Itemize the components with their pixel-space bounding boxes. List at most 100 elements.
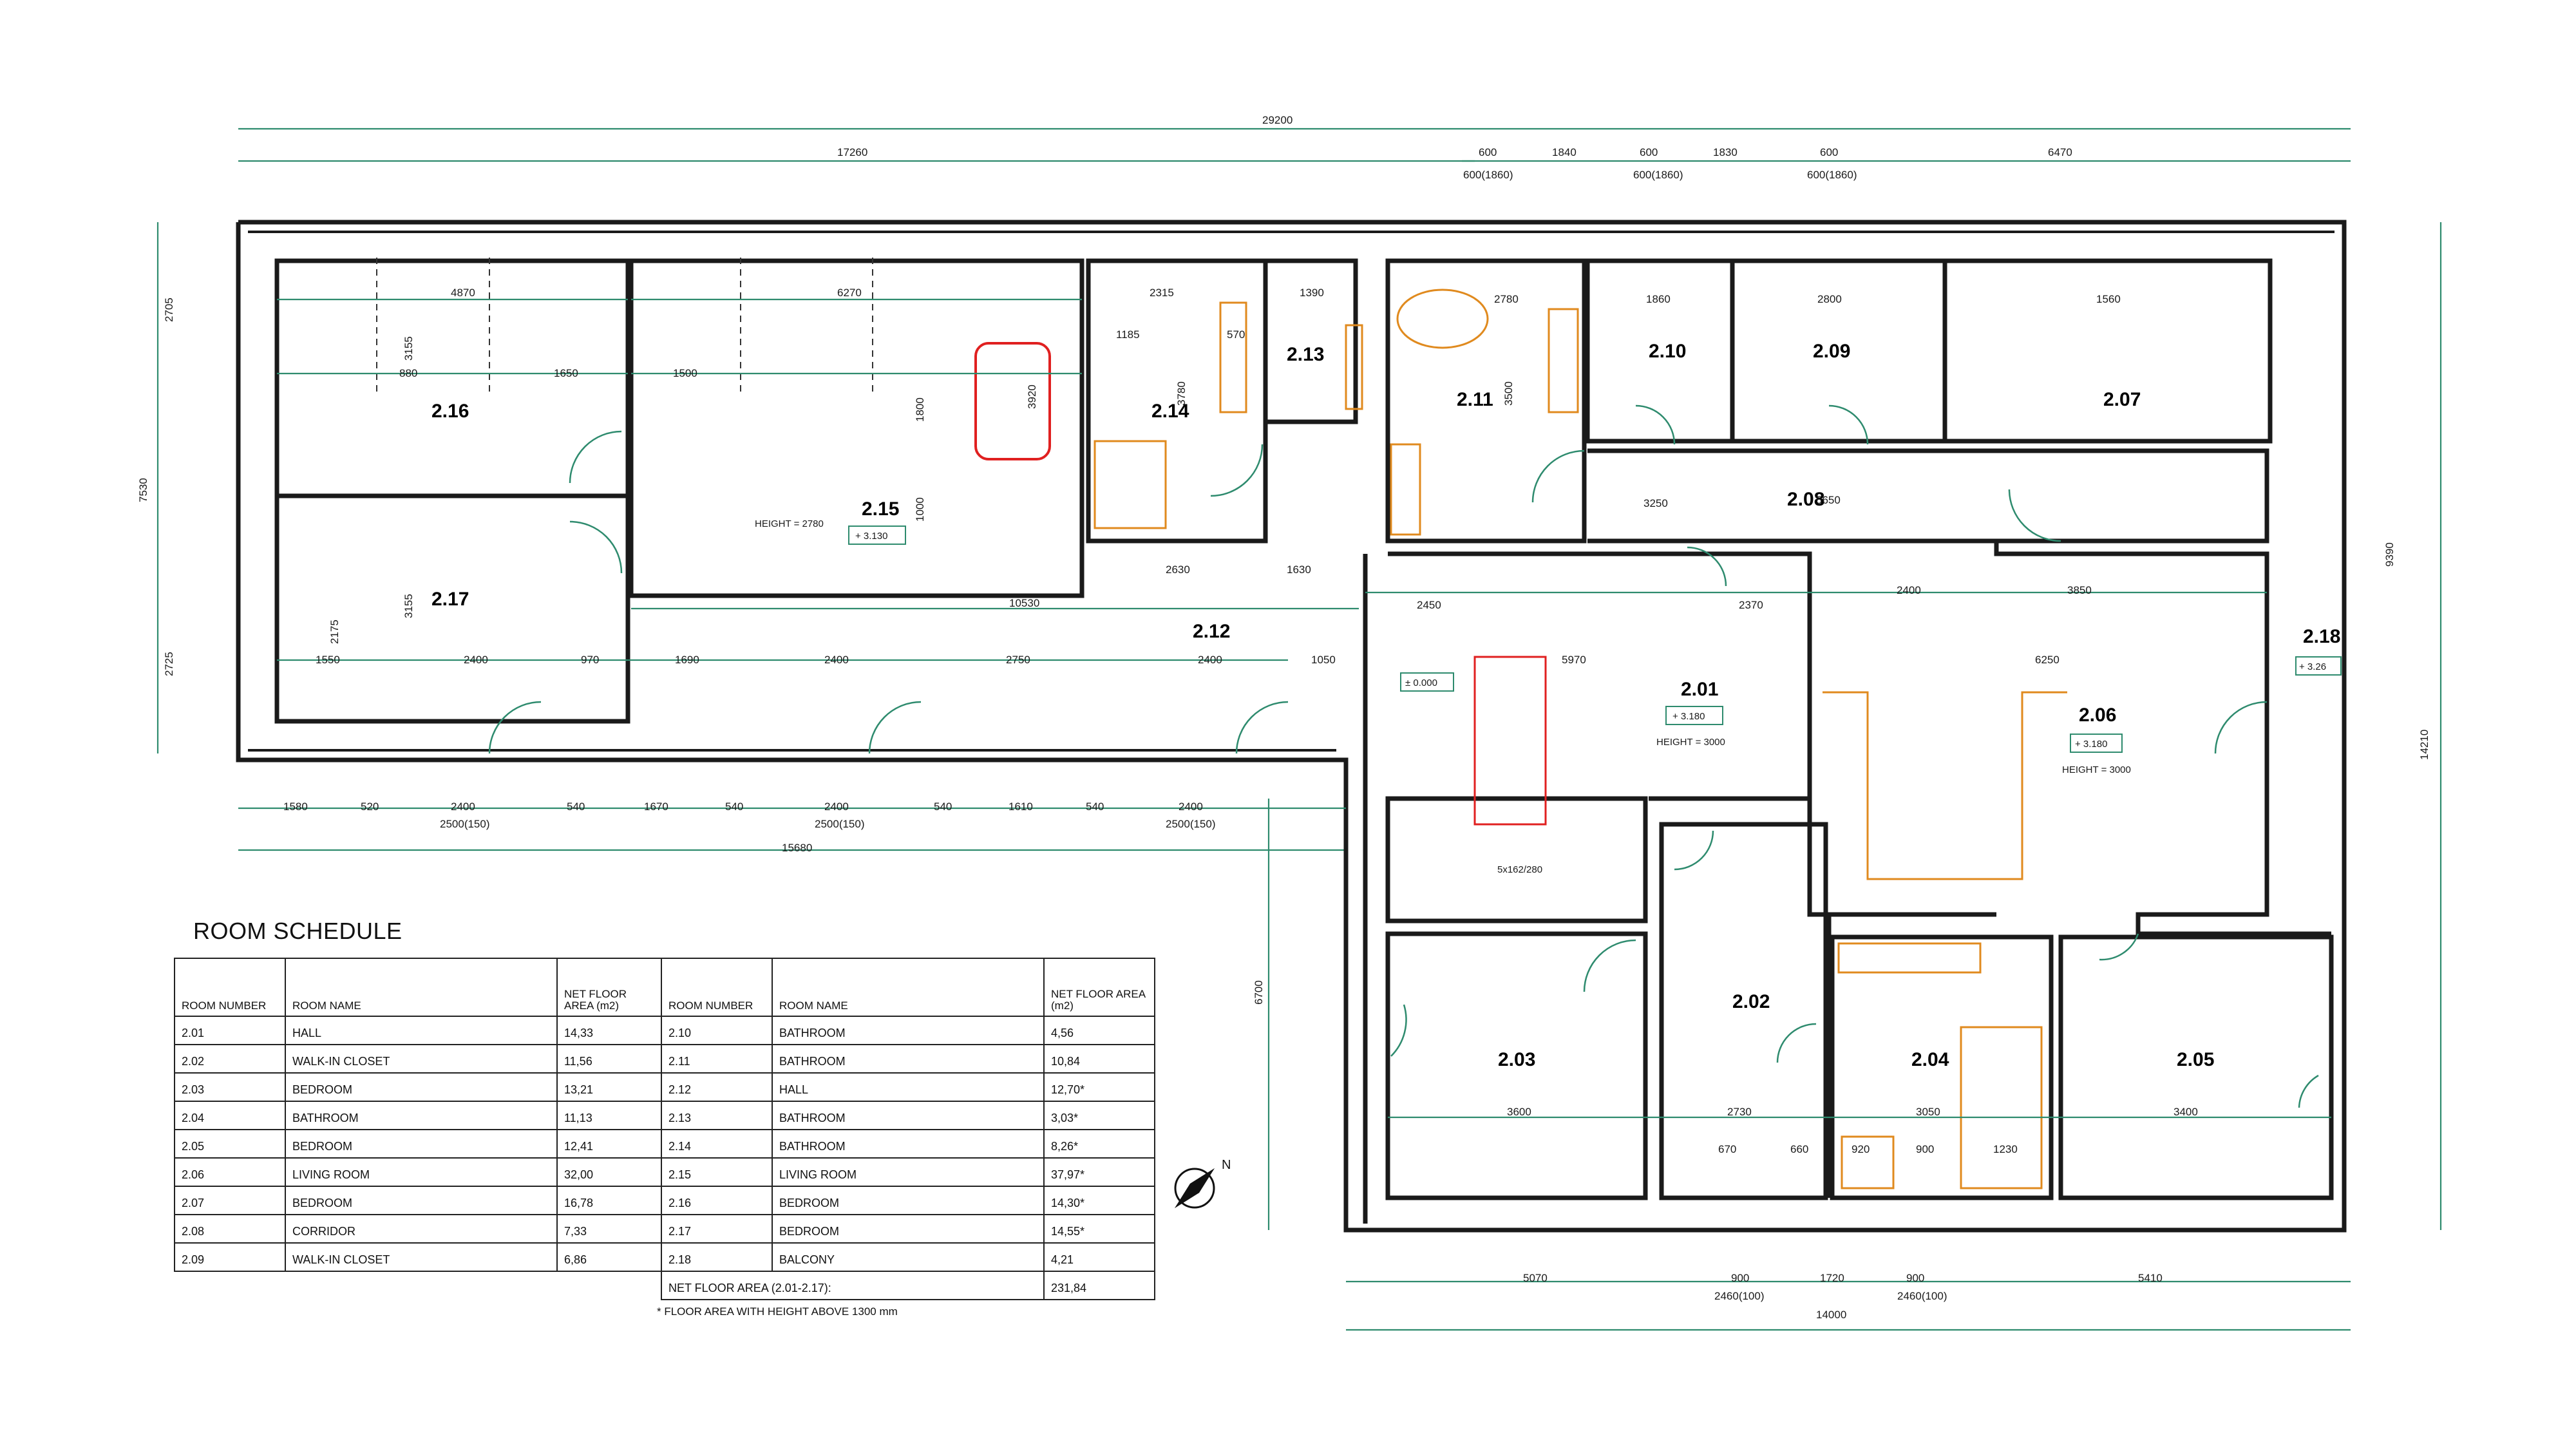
dim-label: 3920 [1026, 384, 1038, 409]
dim-seg: 600 [1640, 146, 1658, 158]
dim-label: 5970 [1562, 654, 1586, 666]
overall-dimensions: 29200 17260 600 1840 600 1830 600 6470 6… [137, 114, 2442, 1331]
dim-label: 6250 [2035, 654, 2060, 666]
dim-label: 2750 [1006, 654, 1030, 666]
dim-label: 2730 [1727, 1106, 1752, 1118]
dim-label: 2460(100) [1714, 1290, 1765, 1302]
room-label: 2.09 [1813, 341, 1850, 362]
total-label: NET FLOOR AREA (2.01-2.17): [661, 1271, 1045, 1300]
cell-num: 2.04 [174, 1101, 286, 1130]
cell-area: 4,21 [1043, 1242, 1155, 1272]
dim-label: 970 [581, 654, 599, 666]
bathtub-icon [974, 342, 1051, 460]
dim-label: 2400 [1179, 800, 1203, 813]
dim-label: 670 [1718, 1143, 1736, 1155]
compass-label: N [1222, 1158, 1231, 1172]
dim-label: 5650 [1816, 494, 1841, 506]
dim-label: 1550 [316, 654, 340, 666]
empty-cell [285, 1271, 557, 1300]
room-label: 2.11 [1457, 389, 1493, 410]
dim-label: 1580 [283, 800, 308, 813]
dim-label: 4870 [451, 287, 475, 299]
room-label: 2.10 [1649, 341, 1686, 362]
dim-label: 2780 [1494, 293, 1519, 305]
room-label: 2.12 [1193, 621, 1230, 642]
dim-label: 1050 [1311, 654, 1336, 666]
dim-label: 660 [1790, 1143, 1808, 1155]
cell-area: 12,41 [556, 1129, 662, 1159]
cell-area: 12,70* [1043, 1072, 1155, 1102]
level-note: + 3.130 [855, 531, 887, 542]
schedule-footnote: * FLOOR AREA WITH HEIGHT ABOVE 1300 mm [657, 1305, 898, 1318]
dim-label: 900 [1731, 1272, 1749, 1284]
cell-name: WALK-IN CLOSET [285, 1044, 558, 1074]
table-header-row: ROOM NUMBER ROOM NAME NET FLOOR AREA (m2… [174, 958, 1155, 1017]
cell-name: BEDROOM [772, 1214, 1045, 1244]
dim-label: 920 [1852, 1143, 1870, 1155]
cell-area: 6,86 [556, 1242, 662, 1272]
north-compass: N [1174, 1158, 1231, 1209]
cell-num: 2.02 [174, 1044, 286, 1074]
cell-num: 2.18 [661, 1242, 773, 1272]
dim-label: 1860 [1646, 293, 1671, 305]
header-room-number: ROOM NUMBER [174, 958, 286, 1017]
cell-num: 2.01 [174, 1016, 286, 1045]
room-label: 2.03 [1498, 1049, 1535, 1070]
room-label: 2.06 [2079, 705, 2116, 726]
dim-label: 2460(100) [1897, 1290, 1947, 1302]
room-label: 2.04 [1911, 1049, 1949, 1070]
dim-bottom-right: 14000 [1816, 1309, 1846, 1321]
dim-label: 1390 [1300, 287, 1324, 299]
dim-label: 1670 [644, 800, 668, 813]
compass-arrow-icon [1174, 1168, 1215, 1209]
dim-window: 600(1860) [1807, 169, 1857, 181]
dim-left-width: 17260 [837, 146, 867, 158]
room-label: 2.01 [1681, 679, 1718, 700]
cell-name: BATHROOM [772, 1016, 1045, 1045]
dim-label: 1185 [1116, 328, 1140, 341]
dim-label: 540 [934, 800, 952, 813]
dim-label: 2500(150) [815, 818, 865, 830]
level-note: + 3.26 [2299, 661, 2326, 672]
doors [488, 404, 2319, 1108]
dim-label: 3155 [402, 594, 415, 618]
total-row: NET FLOOR AREA (2.01-2.17):231,84 [175, 1271, 1155, 1300]
height-note: HEIGHT = 3000 [1656, 737, 1725, 748]
cell-name: HALL [285, 1016, 558, 1045]
cell-area: 11,56 [556, 1044, 662, 1074]
dim-label: 5070 [1523, 1272, 1548, 1284]
dim-label: 3400 [2174, 1106, 2198, 1118]
room-schedule: ROOM SCHEDULE ROOM NUMBER ROOM NAME NET … [174, 918, 1155, 1318]
dim-label: 2725 [163, 652, 175, 676]
dim-label: 5410 [2138, 1272, 2163, 1284]
header-area: NET FLOOR AREA (m2) [1043, 958, 1155, 1017]
dim-window: 600(1860) [1463, 169, 1513, 181]
room-label: 2.13 [1287, 344, 1324, 365]
dim-label: 2630 [1166, 564, 1190, 576]
room-labels: 2.16 2.15 2.14 2.13 2.11 2.10 2.09 2.07 … [431, 341, 2340, 1070]
cell-name: BEDROOM [285, 1129, 558, 1159]
cell-num: 2.11 [661, 1044, 773, 1074]
stair-lift-icon [1473, 656, 1547, 826]
cell-name: BEDROOM [285, 1072, 558, 1102]
room-label: 2.14 [1151, 401, 1189, 422]
dim-label: 2370 [1739, 599, 1763, 611]
cell-area: 13,21 [556, 1072, 662, 1102]
notes: HEIGHT = 2780 + 3.130 + 3.180 HEIGHT = 3… [755, 518, 2342, 875]
dim-label: 540 [567, 800, 585, 813]
cell-name: CORRIDOR [285, 1214, 558, 1244]
cell-name: BATHROOM [285, 1101, 558, 1130]
cell-num: 2.06 [174, 1157, 286, 1187]
cell-name: BEDROOM [285, 1186, 558, 1215]
dim-seg: 600 [1820, 146, 1838, 158]
schedule-title: ROOM SCHEDULE [193, 918, 402, 944]
interior-dims: 4870 6270 2315 1390 2780 1860 2800 1560 … [163, 287, 2351, 1302]
dim-label: 3780 [1175, 381, 1188, 406]
dim-label: 520 [361, 800, 379, 813]
